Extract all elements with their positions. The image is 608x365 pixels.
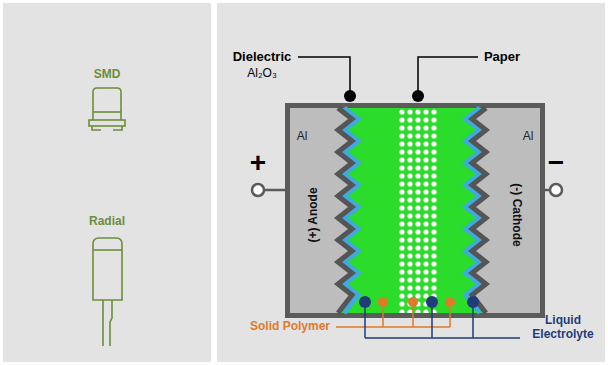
material-name: Al bbox=[297, 130, 308, 144]
electrode-name: (+) Anode bbox=[307, 187, 321, 242]
paper-separator bbox=[398, 108, 437, 313]
radial-icon bbox=[93, 238, 122, 346]
material-name: Al bbox=[523, 130, 534, 144]
part-name: Paper bbox=[484, 50, 520, 65]
package-name: SMD bbox=[94, 68, 121, 82]
polarity-sign: + bbox=[250, 147, 266, 179]
package-name: Radial bbox=[89, 215, 125, 229]
capacitor-housing bbox=[285, 103, 545, 318]
left-panel bbox=[3, 3, 211, 362]
electrolyte-wires bbox=[365, 302, 520, 338]
leader-line bbox=[298, 57, 350, 96]
polymer-dots bbox=[378, 297, 455, 307]
polarity-sign: − bbox=[548, 147, 564, 179]
part-name: Dielectric bbox=[233, 50, 292, 65]
electrode-name: (-) Cathode bbox=[509, 183, 523, 246]
part-name: Liquid Electrolyte bbox=[525, 314, 601, 342]
callout-dot bbox=[412, 90, 424, 102]
electrolyte-region bbox=[290, 108, 540, 313]
anode-lead bbox=[264, 189, 285, 192]
cathode-terminal bbox=[550, 184, 562, 196]
anode-foil bbox=[290, 108, 352, 313]
chemical-formula: Al₂O₃ bbox=[247, 67, 277, 81]
anode-terminal bbox=[252, 184, 264, 196]
part-name: Solid Polymer bbox=[250, 320, 330, 334]
smd-icon bbox=[89, 88, 125, 130]
electrolyte-dots bbox=[359, 296, 479, 308]
leader-line bbox=[418, 57, 478, 96]
dielectric-layer bbox=[338, 108, 352, 313]
dielectric-layer bbox=[472, 108, 486, 313]
callout-dot bbox=[344, 90, 356, 102]
cathode-foil bbox=[472, 108, 540, 313]
right-panel bbox=[217, 3, 605, 362]
